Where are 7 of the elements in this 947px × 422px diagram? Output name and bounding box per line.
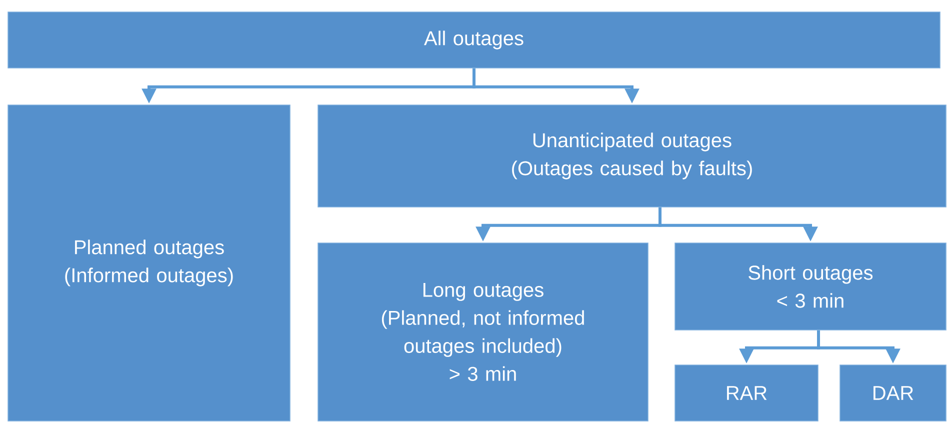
- outage-box: Long outages (Planned, not informed outages included) > 3 min: [318, 242, 648, 422]
- outage-box: Short outages < 3 min: [674, 242, 946, 330]
- outage-box: Planned outages (Informed outages): [8, 104, 290, 422]
- outage-box: DAR: [840, 364, 946, 422]
- outage-box: All outages: [8, 12, 940, 68]
- outage-box: RAR: [674, 364, 818, 422]
- outage-box: Unanticipated outages (Outages caused by faults): [318, 104, 946, 208]
